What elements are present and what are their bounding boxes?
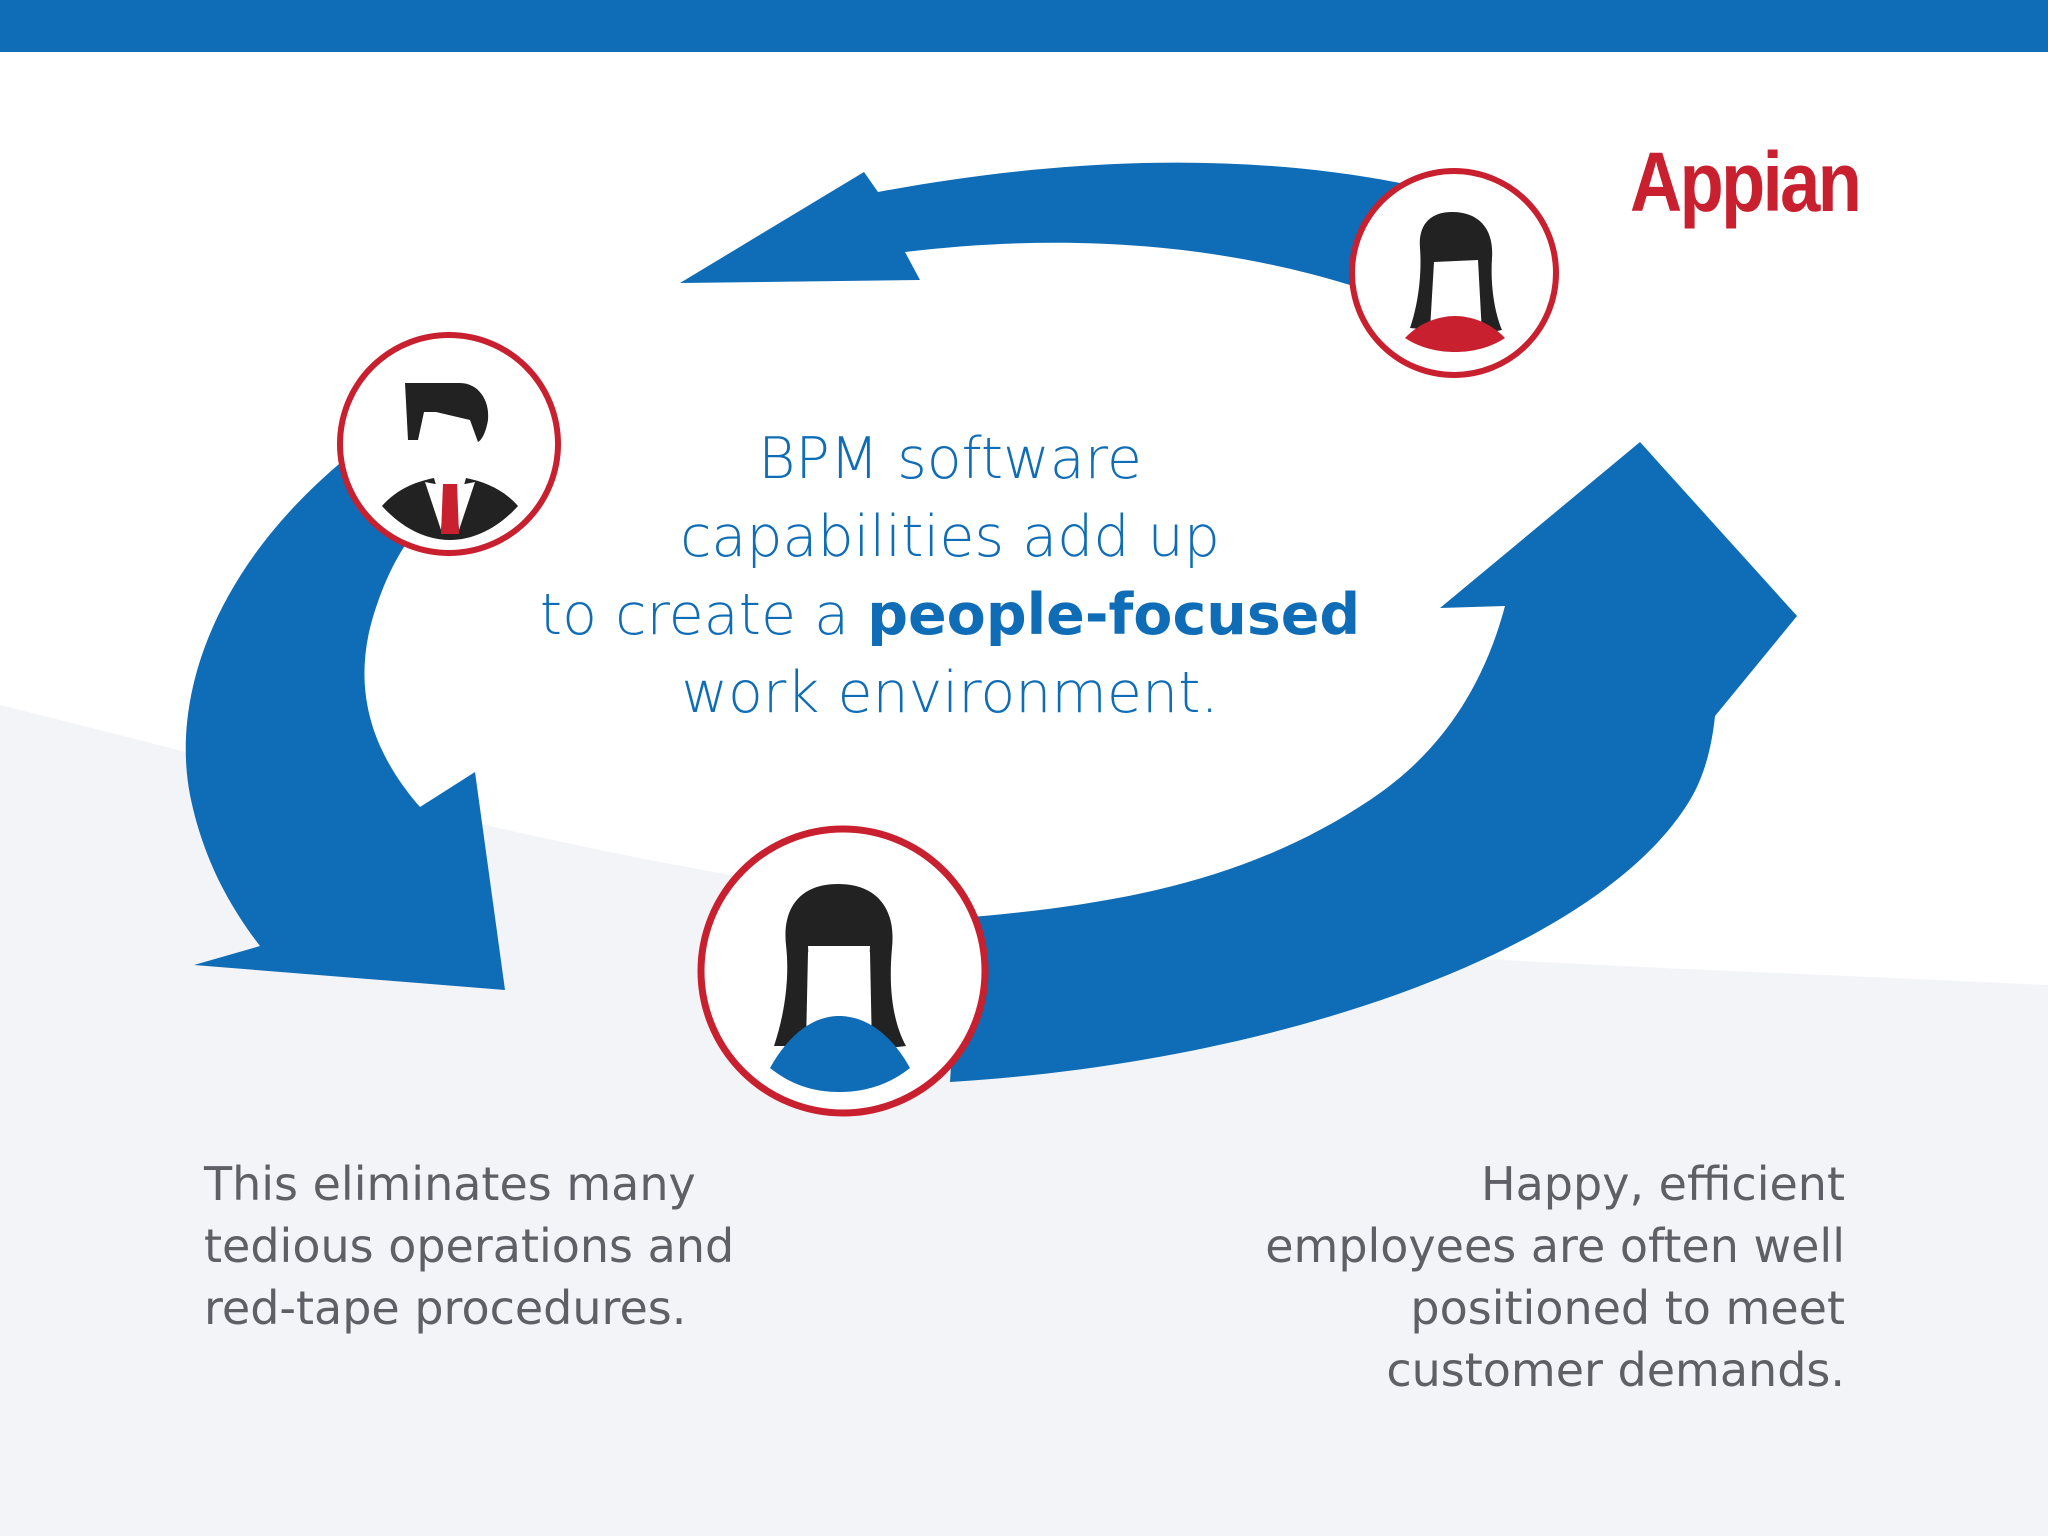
caption-right-line-4: customer demands. (1386, 1343, 1845, 1397)
headline-line-3-prefix: to create a (539, 582, 868, 648)
caption-left: This eliminates many tedious operations … (204, 1153, 824, 1339)
woman-blue-avatar-icon (770, 884, 910, 1092)
woman-blue-avatar (697, 825, 989, 1117)
headline-line-2: capabilities add up (680, 504, 1220, 570)
businessman-avatar (337, 332, 561, 556)
caption-right-line-3: positioned to meet (1410, 1281, 1845, 1335)
woman-red-avatar-icon (1405, 212, 1505, 352)
headline-emphasis: people-focused (867, 582, 1361, 648)
appian-logo: Appian (1630, 135, 1862, 229)
headline-line-3: to create a people-focused (520, 576, 1380, 654)
headline: BPM software capabilities add up to crea… (520, 420, 1380, 732)
caption-right-line-2: employees are often well (1265, 1219, 1845, 1273)
businessman-avatar-icon (382, 383, 518, 540)
caption-right-line-1: Happy, efficient (1481, 1157, 1845, 1211)
caption-left-line-2: tedious operations and (204, 1219, 735, 1273)
woman-red-avatar (1349, 168, 1559, 378)
right-cycle-arrow (950, 442, 1797, 1082)
top-banner-bar (0, 0, 2048, 52)
headline-line-4: work environment. (681, 660, 1219, 726)
top-cycle-arrow (680, 162, 1400, 285)
headline-line-1: BPM software (758, 426, 1142, 492)
background-wave (0, 705, 2048, 1536)
left-cycle-arrow (185, 455, 506, 990)
caption-right: Happy, efficient employees are often wel… (1200, 1153, 1845, 1401)
caption-left-line-3: red-tape procedures. (204, 1281, 687, 1335)
caption-left-line-1: This eliminates many (204, 1157, 696, 1211)
